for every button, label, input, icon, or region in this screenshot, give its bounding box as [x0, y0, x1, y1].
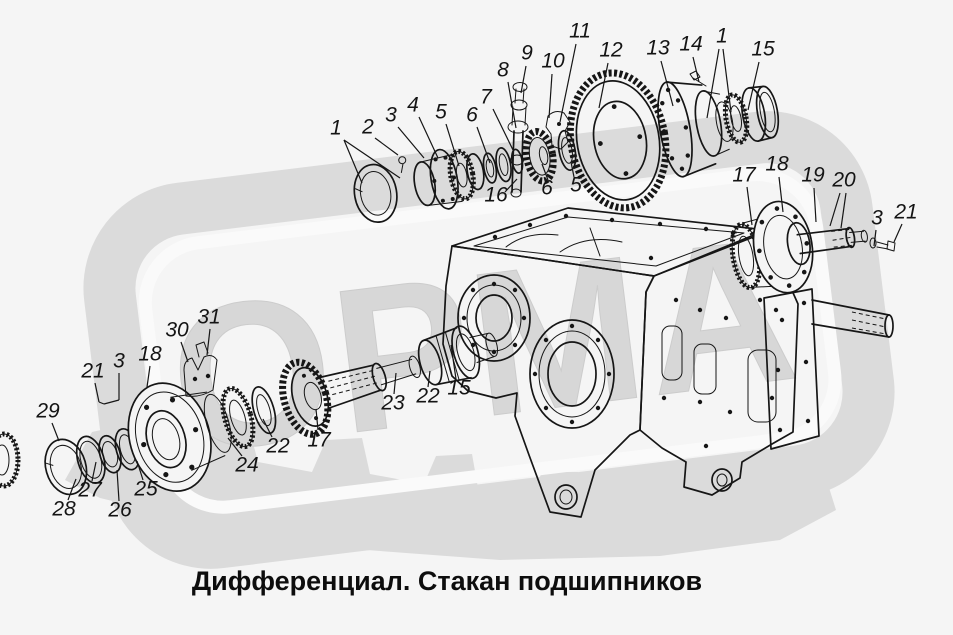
bevel-pinion-6	[522, 128, 557, 185]
leader-line-18	[146, 365, 151, 388]
leader-line-20	[840, 192, 847, 229]
figure-title: Дифференциал. Стакан подшипников	[191, 566, 703, 596]
bearing-cup-15	[740, 85, 780, 142]
leader-line-21	[94, 382, 100, 403]
leader-line-6	[541, 163, 549, 181]
snap-ring-1	[353, 163, 398, 223]
bearing-1	[722, 92, 750, 145]
leader-line-22	[427, 370, 431, 388]
bearing-cup-assembly-lower	[44, 325, 499, 496]
leader-line-24	[227, 437, 243, 457]
leader-line-6	[476, 126, 491, 164]
leader-line-18	[778, 176, 784, 213]
leader-line-3	[103, 399, 120, 405]
leader-line-27	[91, 461, 97, 482]
coupling-22	[417, 325, 499, 386]
lock-fork-10-11	[545, 111, 571, 150]
leader-line-13	[660, 60, 674, 107]
leader-line-7	[492, 108, 514, 151]
leader-line-15	[450, 344, 457, 380]
leader-line-10	[548, 73, 553, 119]
leader-line-2	[374, 137, 399, 156]
callout-leader-lines	[51, 43, 903, 502]
leader-line-17	[315, 408, 319, 431]
leader-line-28	[67, 478, 77, 501]
bolt-2	[398, 156, 407, 174]
leader-line-1	[706, 48, 720, 119]
leader-line-21	[893, 223, 903, 243]
leader-line-12	[598, 62, 609, 109]
leader-line-17	[746, 186, 753, 226]
bolt-21-washer-3	[869, 237, 896, 252]
leader-line-21	[98, 401, 105, 405]
leader-line-30	[180, 341, 189, 363]
leader-line-20	[829, 192, 841, 227]
leader-line-8	[507, 81, 517, 129]
leader-line-5	[570, 161, 575, 178]
leader-line-3	[397, 126, 425, 159]
bearing-cup-assembly-right	[729, 200, 868, 294]
leader-line-1	[722, 48, 732, 113]
leader-line-4	[418, 116, 439, 159]
leader-line-11	[559, 43, 577, 123]
lock-plate-30-31	[183, 341, 218, 397]
edge-bearing-partial	[0, 431, 21, 489]
bearing-24	[220, 385, 256, 450]
leader-line-1	[343, 139, 401, 179]
leader-line-3	[873, 229, 877, 247]
leader-line-26	[116, 469, 120, 502]
flange-18	[127, 382, 232, 492]
leader-line-5	[445, 123, 460, 167]
leader-line-19	[813, 187, 817, 223]
leader-line-25	[136, 460, 144, 481]
side-cover-and-axle	[763, 288, 894, 450]
splined-shaft-23	[319, 355, 421, 409]
leader-line-23	[393, 372, 397, 395]
leader-line-14	[692, 56, 700, 83]
leader-line-16	[504, 178, 518, 193]
bolt-14	[689, 70, 707, 87]
leader-line-9	[520, 65, 527, 94]
leader-line-15	[747, 61, 760, 111]
leader-line-31	[206, 328, 211, 356]
leader-line-1	[343, 139, 363, 184]
leader-line-22	[262, 418, 273, 438]
leader-line-29	[51, 422, 60, 442]
